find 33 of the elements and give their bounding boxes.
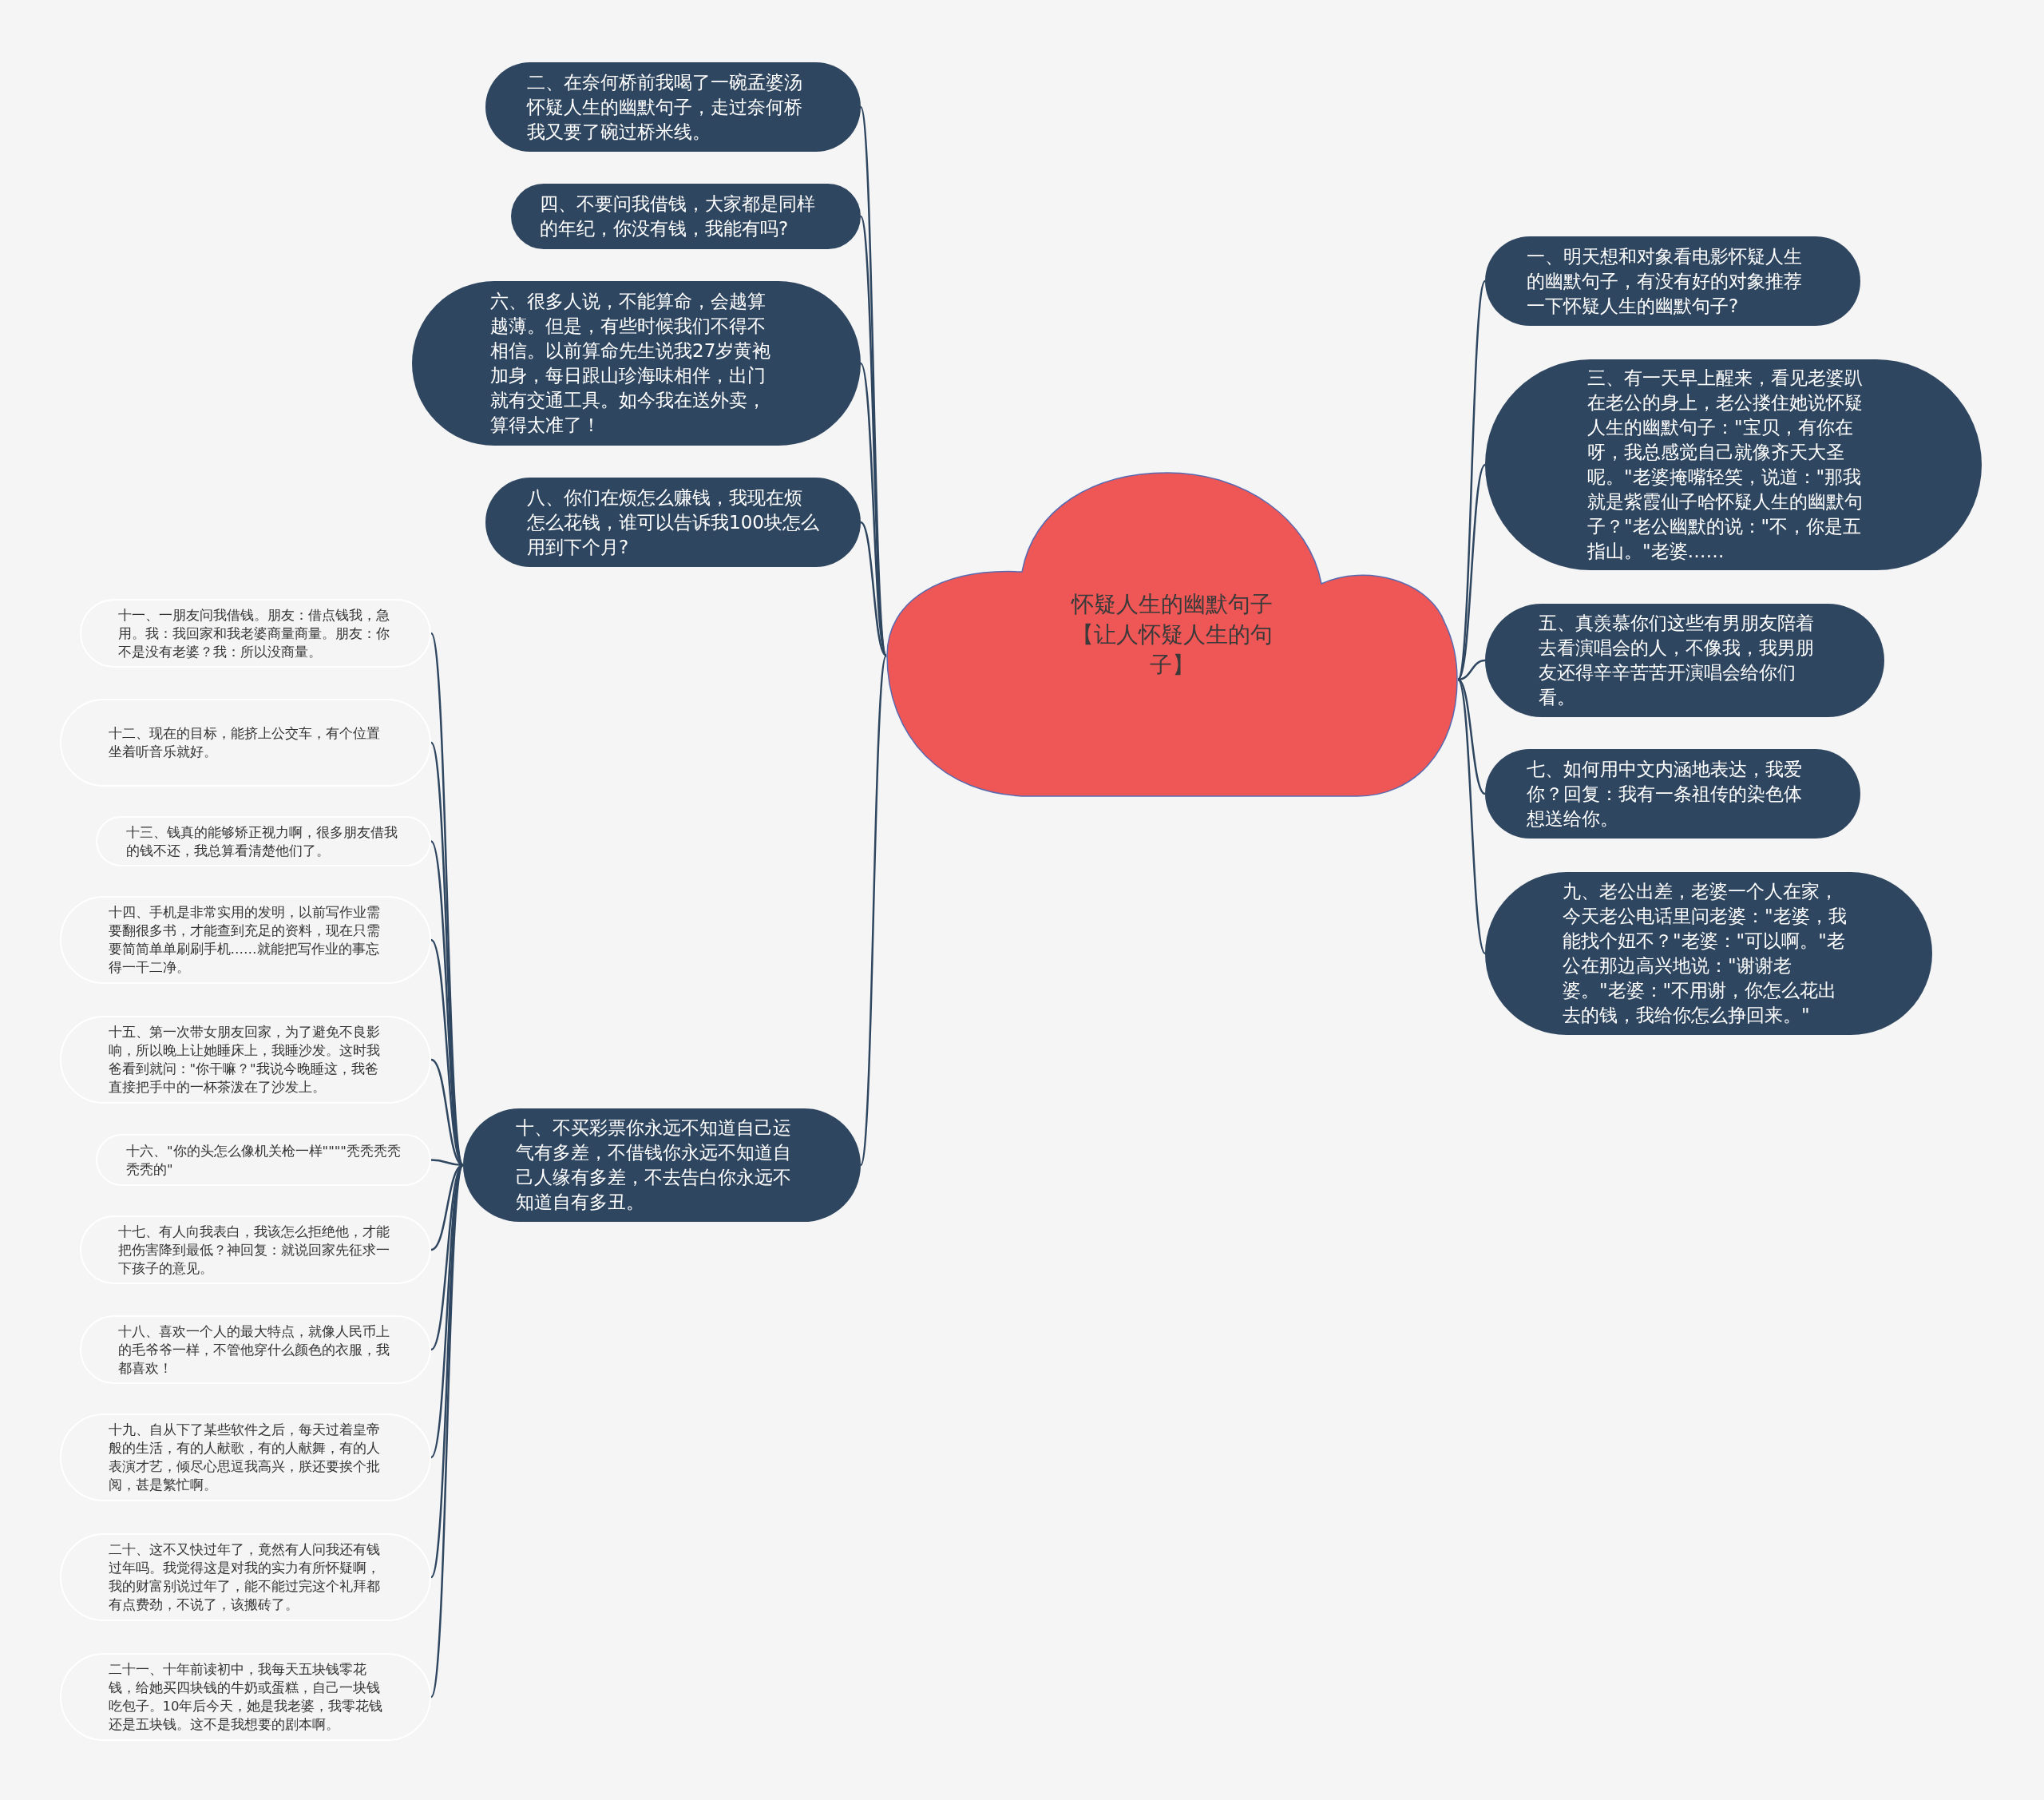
topic-text: 十六、"你的头怎么像机关枪一样""""秃秃秃秃秃秃的"	[126, 1142, 401, 1179]
topic-text: 二十一、十年前读初中，我每天五块钱零花钱，给她买四块钱的牛奶或蛋糕，自己一块钱吃包子。10年后今天，她是我老婆，我零花钱还是五块钱。这不是我想要的剧本啊。	[108, 1661, 383, 1734]
topic-text: 四、不要问我借钱，大家都是同样的年纪，你没有钱，我能有吗?	[540, 192, 816, 240]
connector-line	[1457, 659, 1486, 681]
topic-text: 十八、喜欢一个人的最大特点，就像人民币上的毛爷爷一样，不管他穿什么颜色的衣服，我都喜欢！	[118, 1322, 390, 1378]
connector-line	[430, 1164, 465, 1698]
topic-text: 十三、钱真的能够矫正视力啊，很多朋友借我的钱不还，我总算看清楚他们了。	[126, 823, 398, 860]
topic-text: 七、如何用中文内涵地表达，我爱你？回复：我有一条祖传的染色体想送给你。	[1527, 757, 1803, 831]
topic-text: 六、很多人说，不能算命，会越算越薄。但是，有些时候我们不得不相信。以前算命先生说我27岁黄袍加身，每日跟山珍海味相伴，出门就有交通工具。如今我在送外卖，算得太准了！	[490, 290, 772, 437]
connector-line	[1456, 679, 1487, 954]
connector-line	[430, 1164, 465, 1458]
topic-text: 九、老公出差，老婆一个人在家，今天老公电话里问老婆："老婆，我能找个妞不？"老婆："可以啊。"老公在那边高兴地说："谢谢老婆。"老婆："不用谢，你怎么花出去的钱，我给你怎么挣回来。"	[1563, 880, 1848, 1027]
topic-text: 五、真羡慕你们这些有男朋友陪着去看演唱会的人，不像我，我男朋友还得辛辛苦苦开演唱会给你们看。	[1539, 612, 1815, 709]
topic-text: 十、不买彩票你永远不知道自己运气有多差，不借钱你永远不知道自己人缘有多差，不去告白你永远不知道自有多丑。	[516, 1116, 792, 1214]
central-topic-text: 怀疑人生的幽默句子【让人怀疑人生的句子】	[1070, 590, 1274, 680]
connector-line	[430, 742, 465, 1166]
topic-text: 十五、第一次带女朋友回家，为了避免不良影响，所以晚上让她睡床上，我睡沙发。这时我爸看到就问："你干嘛？"我说今晚睡这，我爸直接把手中的一杯茶泼在了沙发上。	[108, 1024, 381, 1096]
connector-line	[859, 655, 888, 1166]
connector-line	[430, 1164, 465, 1578]
topic-text: 十一、一朋友问我借钱。朋友：借点钱我，急用。我：我回家和我老婆商量商量。朋友：你不是没有老婆？我：所以没商量。	[118, 606, 390, 661]
topic-text: 十二、现在的目标，能挤上公交车，有个位置坐着听音乐就好。	[108, 725, 381, 761]
connector-line	[860, 521, 887, 656]
connector-line	[1457, 679, 1486, 795]
topic-text: 八、你们在烦怎么赚钱，我现在烦怎么花钱，谁可以告诉我100块怎么用到下个月?	[527, 486, 819, 559]
topic-text: 二十、这不又快过年了，竟然有人问我还有钱过年吗。我觉得这是对我的实力有所怀疑啊，我的财富别说过年了，能不能过完这个礼拜都有点费劲，不说了，该搬砖了。	[108, 1541, 381, 1614]
topic-text: 三、有一天早上醒来，看见老婆趴在老公的身上，老公搂住她说怀疑人生的幽默句子："宝贝，有你在呀，我总感觉自己就像齐天大圣呢。"老婆掩嘴轻笑，说道："那我就是紫霞仙子哈怀疑人生的幽默句子？"老公幽默的说："不，你是五指山。"老婆……	[1587, 367, 1864, 563]
topic-text: 二、在奈何桥前我喝了一碗孟婆汤怀疑人生的幽默句子，走过奈何桥我又要了碗过桥米线。	[527, 70, 803, 144]
connector-line	[1457, 464, 1486, 680]
topic-text: 十九、自从下了某些软件之后，每天过着皇帝般的生活，有的人献歌，有的人献舞，有的人表演才艺，倾尽心思逗我高兴，朕还要挨个批阅，甚是繁忙啊。	[108, 1421, 381, 1494]
topic-text: 一、明天想和对象看电影怀疑人生的幽默句子，有没有好的对象推荐一下怀疑人生的幽默句子?	[1527, 244, 1803, 318]
topic-text: 十七、有人向我表白，我该怎么拒绝他，才能把伤害降到最低？神回复：就说回家先征求一下孩子的意见。	[118, 1223, 390, 1278]
cloud-shape	[886, 472, 1458, 798]
topic-text: 十四、手机是非常实用的发明，以前写作业需要翻很多书，才能查到充足的资料，现在只需要简简单单刷刷手机……就能把写作业的事忘得一干二净。	[108, 904, 381, 977]
